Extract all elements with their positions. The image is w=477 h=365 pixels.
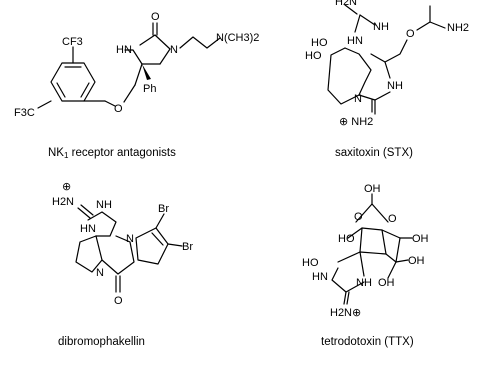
stx-bond-c-nh [374,91,391,101]
dbp-pyrrole-double [151,232,164,246]
stx-guanidine-double [344,4,358,15]
dbp-label-nh: NH [96,199,112,211]
nk1-aryl-ring [50,62,96,102]
dbp-label-br2: Br [182,241,193,253]
ttx-label-o2: O [388,213,397,225]
nk1-ring-bond-3 [154,34,171,50]
stx-label-nh2: NH2 [447,22,469,34]
nk1-bond-o1 [104,100,116,107]
nk1-label-n: N [170,44,178,56]
nk1-antagonist-diagram: CF3 F3C O HN N O Ph N(CH3)2 [14,11,259,119]
nk1-ring-bond-2 [159,48,171,65]
dbp-bond-br1 [155,213,165,229]
ttx-label-nh: NH [356,277,372,289]
dbp-pyrrolidine-ring [75,235,103,273]
dbp-exo-double-1 [77,207,91,219]
nk1-caption-main: NK [48,147,64,159]
stx-label-o: O [406,28,415,40]
dbp-label-hn: HN [80,223,96,235]
dbp-label-plus: ⊕ [62,181,71,193]
dbp-bond-br2 [167,243,183,247]
stx-bond-nh-c [384,61,391,79]
stx-label-h2n-top: H2N [335,0,357,8]
dbp-pyrrole-ring [135,227,169,265]
ttx-label-o1: O [354,211,363,223]
stx-label-ho-1: HO [311,37,328,49]
saxitoxin-structure: H2N NH HN O NH2 HO HO N NH ⊕ NH2 [295,0,477,140]
nk1-antagonist-structure: CF3 F3C O HN N O Ph N(CH3)2 [0,0,259,140]
ttx-label-h2n-plus: H2N⊕ [330,307,361,319]
stx-bond-c-c [370,53,386,63]
ttx-label-ho-left: HO [338,233,355,245]
nk1-caption: NK1 receptor antagonists [48,147,176,160]
dbp-guanidine-ring [87,211,117,237]
dbp-central-ring [95,235,135,275]
dbp-exo-double-2 [80,204,94,216]
saxitoxin-diagram: H2N NH HN O NH2 HO HO N NH ⊕ NH2 [305,0,469,128]
nk1-caption-rest: receptor antagonists [68,147,176,159]
nk1-label-o-ether: O [114,103,123,115]
ttx-label-ho-bottom: HO [302,257,319,269]
nk1-label-o-carbonyl: O [151,11,160,23]
stx-label-hn: HN [347,35,363,47]
ttx-label-oh-right: OH [412,233,429,245]
dbp-label-o: O [114,295,123,307]
dbp-label-n-bottom: N [96,267,104,279]
ttx-label-oh-mid: OH [378,277,395,289]
stx-core-ring [344,47,372,96]
stx-label-n: N [354,93,362,105]
ttx-guanidine-ring [331,267,365,293]
ttx-label-oh-r2: OH [408,255,425,267]
stx-carbamate-chain [384,39,408,63]
stx-guanidine-bond-1 [354,14,361,33]
nk1-label-f3c: F3C [14,107,35,119]
ttx-exo-double-1 [343,291,347,305]
stx-pyrrolidine-ring [327,47,360,105]
ttx-bond-c1 [359,227,363,253]
stx-label-plus-nh2: ⊕ NH2 [339,116,373,128]
stx-carbamate-chain-2 [416,21,446,31]
ttx-bond-oh-right [395,259,409,263]
stx-bond-n-c [358,94,376,101]
nk1-ring-bond-4 [139,34,156,46]
ttx-caption: tetrodotoxin (TTX) [321,336,414,348]
ttx-bond-c2 [381,229,387,255]
tetrodotoxin-structure: OH O O HO OH HO OH HN NH OH H2N⊕ [290,180,477,330]
nk1-label-ph: Ph [143,83,156,95]
nk1-aryl-double-2 [80,82,90,98]
nk1-bond-o2 [123,84,136,103]
nk1-bond-ch2-c [134,63,143,86]
nk1-bond-cf3-left [37,100,52,109]
stx-caption: saxitoxin (STX) [335,147,413,159]
nk1-label-hn: HN [116,44,132,56]
ttx-exo-double-2 [346,291,350,305]
dbp-caption: dibromophakellin [58,336,145,348]
stx-label-nh-right: NH [387,80,403,92]
stx-guanidine-bond-2 [359,14,376,26]
stx-label-nh-top: NH [373,21,389,33]
ttx-cage-lower [337,251,397,279]
nk1-label-cf3: CF3 [62,36,83,48]
ttx-bond-c4 [359,251,365,277]
nk1-dimethylaminoethyl-chain [179,36,221,49]
nk1-aryl-double-3 [56,82,66,98]
nk1-label-nme2: N(CH3)2 [216,32,259,44]
dbp-label-n-top: N [126,233,134,245]
tetrodotoxin-diagram: OH O O HO OH HO OH HN NH OH H2N⊕ [302,183,429,319]
stx-label-ho-2: HO [305,50,322,62]
ttx-label-oh-top: OH [364,183,381,195]
dbp-label-br1: Br [158,203,169,215]
ttx-bond-c3 [395,237,401,263]
nk1-imidazolidinone-ring [124,49,143,65]
ttx-label-hn: HN [312,271,328,283]
ttx-cage-mid [347,227,401,239]
dbp-label-h2n: H2N [52,196,74,208]
nk1-caption-subscript: 1 [63,151,69,160]
dibromophakellin-structure: ⊕ H2N NH HN N N Br Br O [40,180,220,330]
dibromophakellin-diagram: ⊕ H2N NH HN N N Br Br O [52,181,193,307]
nk1-ph-wedge [142,64,151,80]
